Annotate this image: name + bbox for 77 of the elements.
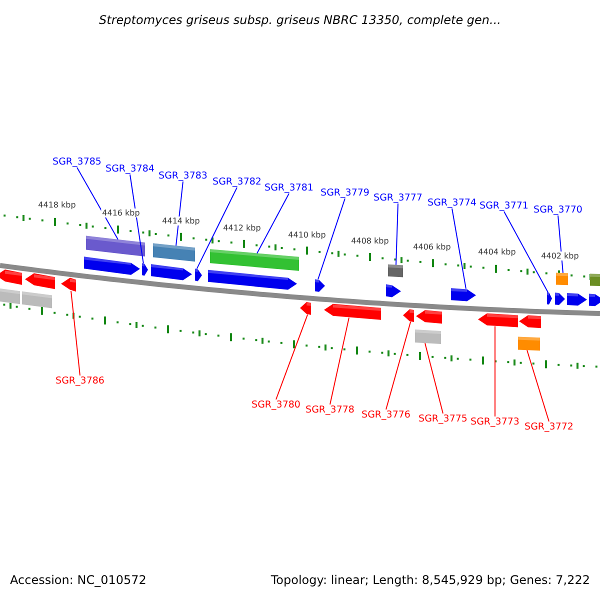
- gene-feature: [315, 279, 325, 292]
- gene-feature: [416, 310, 442, 324]
- gene-feature: [478, 313, 518, 328]
- gene-feature: [388, 264, 403, 278]
- gene-feature: [86, 236, 145, 256]
- gene-label: SGR_3774: [428, 198, 476, 208]
- gene-feature: [519, 315, 541, 328]
- gene-feature: [142, 263, 148, 276]
- gene-feature: [556, 272, 568, 286]
- gene-feature: [84, 256, 140, 275]
- leader-line: [504, 211, 548, 293]
- gene-feature: [567, 293, 587, 306]
- gene-label: SGR_3777: [374, 192, 422, 204]
- leader-line: [276, 314, 308, 400]
- scale-label: 4410 kbp: [287, 230, 327, 240]
- gene-label: SGR_3775: [418, 414, 468, 424]
- gene-label: SGR_3783: [158, 170, 208, 182]
- leader-line: [196, 187, 238, 270]
- gene-feature: [151, 264, 192, 280]
- leader-line: [176, 181, 184, 246]
- leader-line: [256, 193, 290, 254]
- scale-label: 4414 kbp: [161, 216, 201, 226]
- gene-feature: [0, 288, 20, 304]
- scale-label: 4412 kbp: [222, 224, 262, 232]
- leader-line: [130, 174, 144, 264]
- gene-feature: [210, 249, 299, 271]
- gene-feature: [451, 288, 476, 302]
- gene-label: SGR_3770: [534, 204, 582, 216]
- leader-line: [318, 198, 346, 280]
- gene-label: SGR_3776: [362, 410, 410, 420]
- gene-label: SGR_3786: [56, 376, 104, 386]
- gene-label: SGR_3782: [212, 176, 262, 188]
- gene-feature: [589, 294, 600, 306]
- gene-feature: [324, 304, 381, 320]
- gene-feature: [547, 292, 552, 304]
- leader-line: [386, 321, 412, 410]
- genome-info-text: Topology: linear; Length: 8,545,929 bp; Genes: 7,222: [270, 573, 590, 587]
- leader-line: [70, 290, 80, 376]
- scale-label: 4402 kbp: [540, 252, 580, 260]
- gene-feature: [415, 330, 441, 344]
- leader-line: [76, 167, 118, 240]
- gene-feature: [153, 243, 195, 262]
- leader-line: [452, 208, 466, 290]
- gene-label: SGR_3781: [264, 182, 314, 194]
- accession-text: Accession: NC_010572: [10, 573, 146, 587]
- gene-feature: [555, 292, 565, 305]
- gene-feature: [25, 273, 55, 290]
- gene-feature: [61, 278, 76, 292]
- leader-line: [526, 350, 550, 422]
- gene-feature: [590, 274, 600, 286]
- gene-feature: [300, 302, 311, 315]
- gene-feature: [22, 291, 52, 308]
- gene-label: SGR_3785: [52, 156, 102, 168]
- gene-feature: [0, 270, 22, 285]
- leader-line: [330, 317, 350, 405]
- leader-line: [424, 342, 444, 414]
- scale-label: 4404 kbp: [477, 248, 517, 256]
- gene-feature: [195, 268, 202, 282]
- gene-label: SGR_3773: [470, 416, 520, 428]
- gene-feature: [386, 284, 401, 298]
- scale-label: 4418 kbp: [37, 200, 77, 210]
- gene-label: SGR_3780: [252, 400, 300, 410]
- gene-feature: [403, 309, 414, 322]
- gene-label: SGR_3772: [524, 422, 574, 432]
- leader-line: [494, 326, 496, 417]
- gene-feature: [518, 336, 540, 351]
- gene-label: SGR_3779: [320, 188, 370, 198]
- gene-label: SGR_3784: [106, 164, 154, 174]
- leader-line: [396, 203, 398, 266]
- scale-label: 4416 kbp: [101, 208, 141, 218]
- gene-label: SGR_3778: [306, 404, 354, 416]
- gene-label: SGR_3771: [480, 200, 528, 212]
- scale-label: 4408 kbp: [350, 236, 390, 246]
- gene-feature: [208, 270, 297, 290]
- scale-label: 4406 kbp: [412, 242, 452, 252]
- leader-line: [558, 215, 564, 274]
- chart-title: Streptomyces griseus subsp. griseus NBRC 13350, complete gen...: [99, 13, 501, 27]
